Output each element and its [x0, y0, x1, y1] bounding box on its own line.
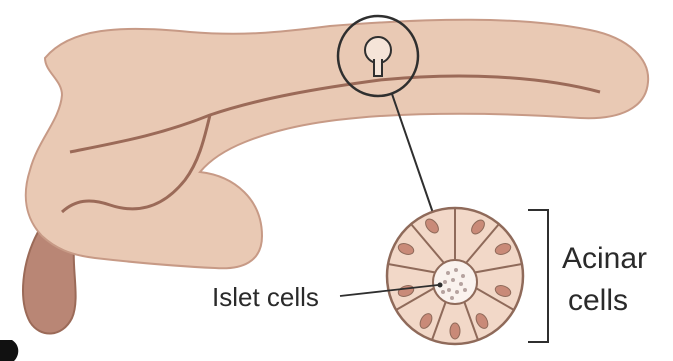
- acinar-bracket: [528, 210, 548, 342]
- panel-letter-fragment: [0, 340, 18, 361]
- acinus-detail: [387, 208, 523, 344]
- islet-cells-label: Islet cells: [212, 282, 319, 312]
- islet-cluster: [433, 260, 477, 304]
- acinar-label-line1: Acinar: [562, 242, 647, 275]
- acinar-label-line2: cells: [568, 284, 628, 317]
